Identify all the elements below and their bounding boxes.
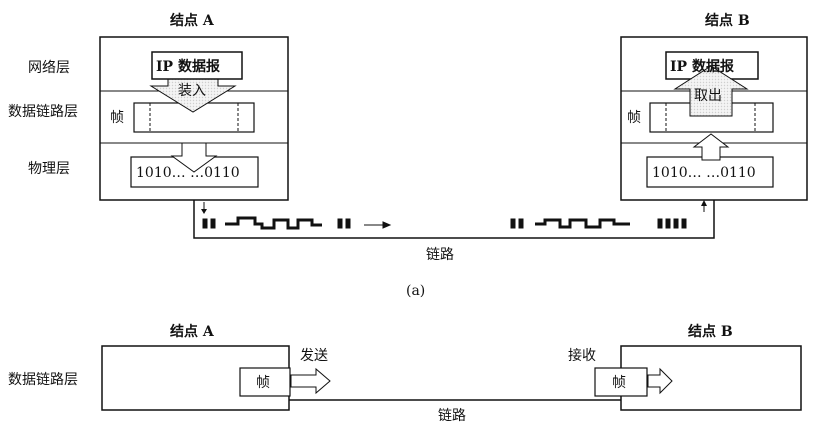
bits-a: 1010… …0110 bbox=[136, 165, 240, 181]
ip-datagram-a: IP 数据报 bbox=[156, 58, 220, 75]
receive-label: 接收 bbox=[568, 347, 596, 364]
layer-datalink-label: 数据链路层 bbox=[8, 104, 78, 120]
layer-physical-label: 物理层 bbox=[28, 161, 70, 177]
node-a-title: 结点 A bbox=[170, 12, 215, 29]
node-a-title-b: 结点 A bbox=[170, 323, 215, 340]
link-a bbox=[193, 200, 715, 239]
bits-b: 1010… …0110 bbox=[652, 165, 756, 181]
node-a-stack bbox=[99, 36, 289, 201]
caption-a: (a) bbox=[406, 283, 425, 299]
frame-a-b: 帧 bbox=[256, 375, 270, 391]
bit-signal-left bbox=[202, 216, 392, 230]
node-b-datalink-b bbox=[594, 345, 802, 411]
link-a-label: 链路 bbox=[426, 247, 454, 263]
layer-network-label: 网络层 bbox=[28, 60, 70, 76]
node-b-title-b: 结点 B bbox=[688, 323, 733, 340]
frame-label-b: 帧 bbox=[627, 110, 641, 126]
layer-datalink-label-b: 数据链路层 bbox=[8, 372, 78, 388]
ip-datagram-b: IP 数据报 bbox=[670, 58, 734, 75]
link-b-label: 链路 bbox=[438, 408, 466, 424]
node-b-stack bbox=[620, 36, 808, 201]
extract-label: 取出 bbox=[694, 88, 722, 104]
node-a-datalink-b bbox=[101, 345, 331, 411]
send-label: 发送 bbox=[300, 348, 328, 364]
frame-b-b: 帧 bbox=[612, 375, 626, 391]
node-b-title: 结点 B bbox=[705, 12, 750, 29]
encapsulate-label: 装入 bbox=[178, 83, 206, 99]
frame-label-a: 帧 bbox=[110, 110, 124, 126]
bit-signal-right bbox=[510, 218, 687, 229]
